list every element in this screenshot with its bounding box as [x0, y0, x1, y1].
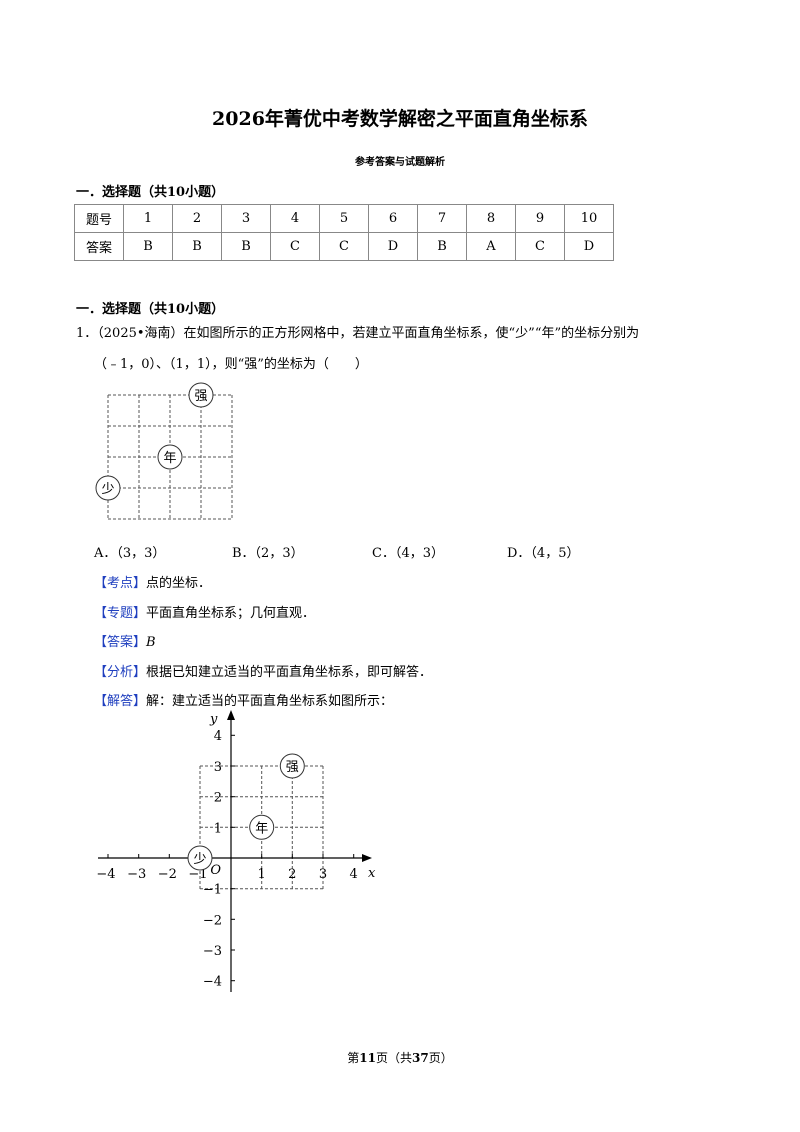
table-cell: B — [221, 232, 271, 261]
page-footer: 第11页（共37页） — [347, 1051, 453, 1065]
daan-line: 【答案】B — [94, 631, 156, 650]
answer-table: 题号 1 2 3 4 5 6 7 8 9 10 答案 B B B C C D B… — [74, 204, 614, 261]
table-row: 答案 B B B C C D B A C D — [74, 232, 614, 261]
section-heading-2: 一．选择题（共10小题） — [76, 302, 225, 317]
svg-text:少: 少 — [193, 852, 206, 867]
qiang-marker: 强 — [279, 753, 305, 779]
fenxi-text: 根据已知建立适当的平面直角坐标系，即可解答． — [146, 665, 433, 680]
table-cell: B — [172, 232, 222, 261]
zhuanti-line: 【专题】平面直角坐标系；几何直观． — [94, 602, 315, 621]
table-cell: 6 — [368, 204, 418, 233]
y-tick-label: −1 — [203, 883, 222, 898]
table-cell: 1 — [123, 204, 173, 233]
table-cell: D — [368, 232, 418, 261]
table-cell: C — [319, 232, 369, 261]
svg-text:强: 强 — [286, 760, 299, 775]
option-a: A．（3，3） — [94, 546, 166, 561]
kaodian-tag: 【考点】 — [94, 576, 147, 591]
x-tick-label: 3 — [319, 867, 327, 882]
daan-text: B — [146, 635, 156, 650]
table-cell: C — [515, 232, 565, 261]
zhuanti-text: 平面直角坐标系；几何直观． — [146, 606, 316, 621]
qiang-marker: 强 — [188, 382, 214, 408]
table-cell: 3 — [221, 204, 271, 233]
svg-text:少: 少 — [101, 482, 114, 497]
page-subtitle: 参考答案与试题解析 — [355, 157, 445, 168]
table-header-label: 题号 — [74, 204, 124, 233]
y-tick-label: 1 — [214, 821, 222, 836]
table-cell: 9 — [515, 204, 565, 233]
y-axis-label: y — [209, 712, 218, 727]
x-tick-label: 1 — [258, 867, 266, 882]
jieda-line: 【解答】解：建立适当的平面直角坐标系如图所示： — [94, 690, 393, 709]
table-cell: C — [270, 232, 320, 261]
jieda-text: 解：建立适当的平面直角坐标系如图所示： — [146, 694, 394, 709]
nian-marker: 年 — [249, 814, 275, 840]
origin-label: O — [210, 863, 221, 878]
fenxi-line: 【分析】根据已知建立适当的平面直角坐标系，即可解答． — [94, 661, 432, 680]
y-tick-label: −3 — [203, 944, 222, 959]
section-heading-1: 一．选择题（共10小题） — [76, 185, 225, 200]
shao-marker: 少 — [95, 475, 121, 501]
table-cell: 8 — [466, 204, 516, 233]
table-answer-label: 答案 — [74, 232, 124, 261]
x-tick-label: −3 — [127, 867, 146, 882]
table-cell: 5 — [319, 204, 369, 233]
table-cell: 2 — [172, 204, 222, 233]
question-line-1: 1．（2025•海南）在如图所示的正方形网格中，若建立平面直角坐标系，使“少”“… — [76, 326, 640, 341]
table-cell: 10 — [564, 204, 614, 233]
option-d: D．（4，5） — [507, 546, 580, 561]
page-title: 2026年菁优中考数学解密之平面直角坐标系 — [212, 108, 588, 130]
nian-marker: 年 — [157, 444, 183, 470]
table-cell: 4 — [270, 204, 320, 233]
current-page-number: 11 — [359, 1051, 376, 1065]
kaodian-text: 点的坐标． — [146, 576, 212, 591]
question-line-2: （﹣1，0）、（1，1），则“强”的坐标为（ ） — [94, 357, 368, 372]
y-tick-label: 3 — [214, 760, 222, 775]
option-b: B．（2，3） — [232, 546, 304, 561]
option-c: C．（4，3） — [372, 546, 444, 561]
x-tick-label: 2 — [288, 867, 296, 882]
svg-text:年: 年 — [163, 451, 176, 466]
zhuanti-tag: 【专题】 — [94, 606, 147, 621]
x-tick-label: −1 — [188, 867, 207, 882]
x-tick-label: −2 — [158, 867, 177, 882]
table-cell: B — [417, 232, 467, 261]
table-cell: 7 — [417, 204, 467, 233]
table-cell: A — [466, 232, 516, 261]
y-tick-label: −4 — [203, 975, 222, 990]
shao-marker: 少 — [187, 845, 213, 871]
x-axis-label: x — [368, 866, 376, 881]
total-page-number: 37 — [412, 1051, 429, 1065]
table-cell: D — [564, 232, 614, 261]
kaodian-line: 【考点】点的坐标． — [94, 572, 211, 591]
svg-text:年: 年 — [255, 821, 268, 836]
y-tick-label: 4 — [214, 729, 222, 744]
x-tick-label: −4 — [96, 867, 115, 882]
y-tick-label: −2 — [203, 913, 222, 928]
y-tick-label: 2 — [214, 791, 222, 806]
solution-coordinate-figure: −4 −3 −2 −1 1 2 3 4 4 3 2 1 −1 −2 −3 −4 … — [96, 710, 376, 992]
question-grid-figure: 少 年 强 — [95, 382, 233, 520]
fenxi-tag: 【分析】 — [94, 665, 147, 680]
x-tick-label: 4 — [350, 867, 358, 882]
table-cell: B — [123, 232, 173, 261]
daan-tag: 【答案】 — [94, 635, 147, 650]
jieda-tag: 【解答】 — [94, 694, 147, 709]
table-row: 题号 1 2 3 4 5 6 7 8 9 10 — [74, 204, 614, 233]
svg-text:强: 强 — [194, 389, 207, 404]
